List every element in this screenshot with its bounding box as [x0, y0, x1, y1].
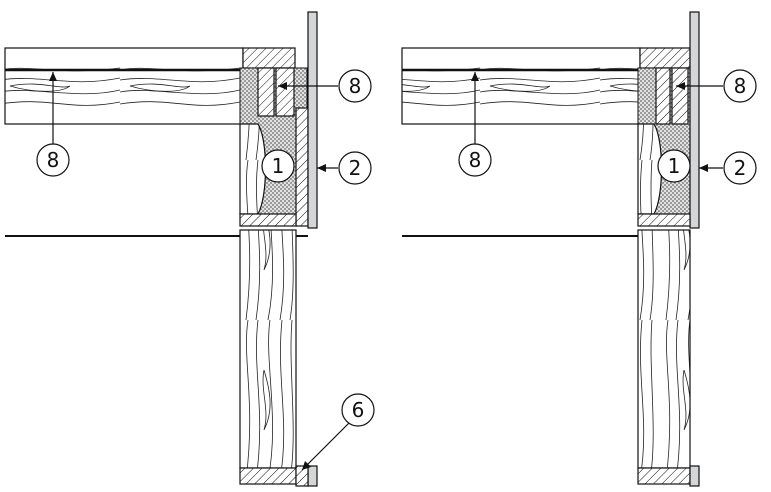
left-callout-fill-label: 1 — [272, 154, 285, 178]
right-detail: 1 2 8 8 — [401, 11, 757, 487]
left-panel — [307, 11, 318, 229]
left-callout-bottom: 6 — [301, 393, 375, 471]
right-bottom-panel-edge — [689, 465, 700, 487]
right-upper-end-grain — [637, 213, 691, 227]
left-top-board — [4, 47, 244, 125]
left-callout-fill: 1 — [261, 149, 295, 183]
right-batten — [671, 67, 689, 125]
right-top-board — [401, 47, 641, 125]
right-panel — [689, 11, 700, 229]
left-top-end-grain — [242, 47, 296, 69]
right-callout-fill: 1 — [657, 149, 691, 183]
left-callout-seal-left-label: 8 — [47, 148, 60, 172]
left-callout-panel: 2 — [317, 151, 372, 185]
left-stop — [295, 107, 309, 227]
left-post — [239, 229, 297, 469]
left-callout-bottom-label: 6 — [352, 398, 365, 422]
left-callout-panel-label: 2 — [349, 156, 362, 180]
left-callout-seal-top-label: 8 — [349, 74, 362, 98]
left-bottom-panel-edge — [307, 465, 318, 487]
left-seal-strip — [257, 67, 275, 117]
left-bottom-stop — [295, 465, 309, 487]
left-callout-seal-top: 8 — [278, 69, 372, 103]
right-callout-seal-top: 8 — [676, 69, 757, 103]
right-callout-seal-left-label: 8 — [469, 148, 482, 172]
left-upper-end-grain — [239, 213, 297, 227]
left-batten — [275, 67, 295, 117]
right-seal-strip — [655, 67, 671, 125]
left-bottom-end-grain — [239, 467, 297, 485]
left-detail: 1 2 8 8 6 — [4, 11, 375, 487]
right-bottom-end-grain — [637, 467, 691, 485]
right-callout-panel-label: 2 — [734, 156, 747, 180]
right-top-end-grain — [639, 47, 691, 69]
right-callout-panel: 2 — [699, 151, 757, 185]
right-post — [637, 229, 691, 469]
right-callout-seal-left: 8 — [458, 72, 492, 177]
right-callout-fill-label: 1 — [668, 154, 681, 178]
left-callout-seal-left: 8 — [36, 72, 70, 177]
right-callout-seal-top-label: 8 — [734, 74, 747, 98]
